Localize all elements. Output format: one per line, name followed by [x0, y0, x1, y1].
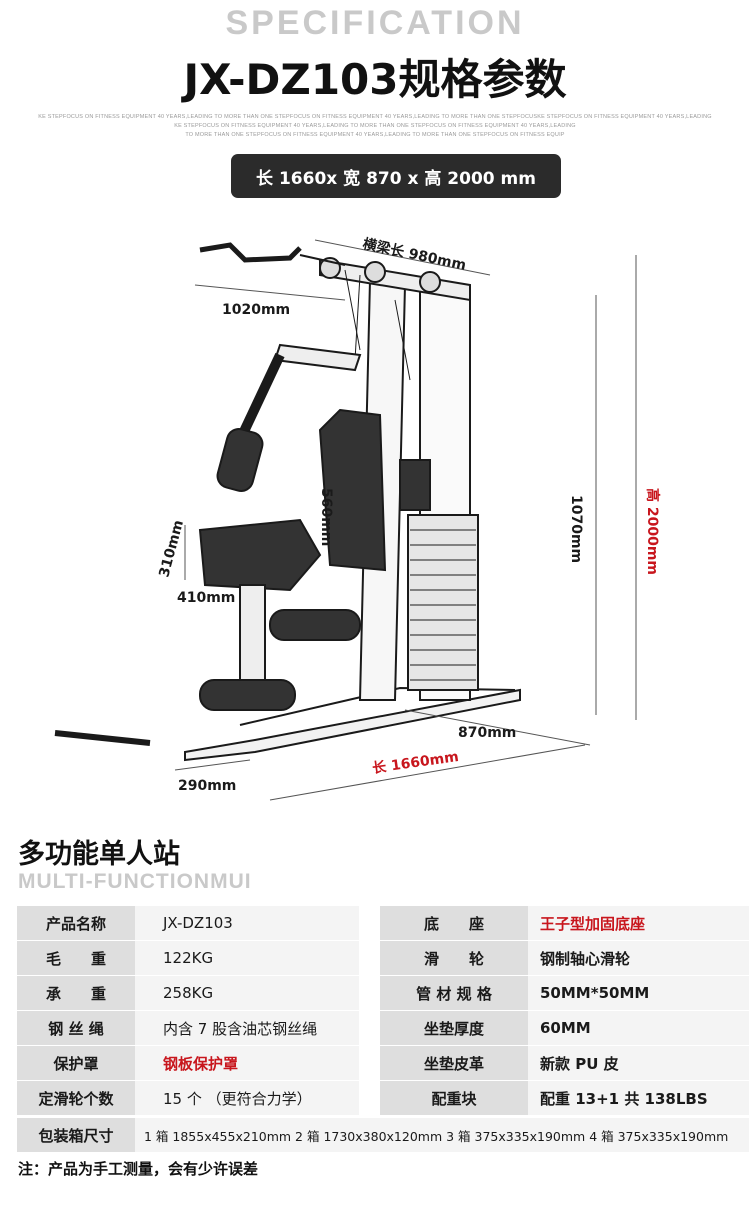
table-row: 承 重 258KG 管 材 规 格 50MM*50MM: [17, 976, 749, 1011]
packing-label: 包装箱尺寸: [17, 1118, 135, 1153]
machine-diagram: 横梁长 980mm 1020mm 560mm 310mm 410mm 1070m…: [54, 235, 661, 801]
section-title-en: MULTI-FUNCTIONMUI: [18, 870, 252, 893]
side-handle: [399, 459, 431, 511]
dim-foot: 290mm: [178, 778, 236, 794]
spec-value: JX-DZ103: [135, 906, 359, 941]
spec-label: 管 材 规 格: [380, 976, 528, 1011]
spec-value: 配重 13+1 共 138LBS: [528, 1081, 749, 1116]
table-row: 毛 重 122KG 滑 轮 钢制轴心滑轮: [17, 941, 749, 976]
leg-pad: [199, 679, 296, 711]
lat-bar: [199, 242, 302, 263]
arm-pad: [216, 428, 264, 492]
dim-seat-width: 410mm: [177, 590, 235, 606]
pulley: [419, 271, 441, 293]
spec-value: 王子型加固底座: [528, 906, 749, 941]
spec-label: 底 座: [380, 906, 528, 941]
spec-value: 122KG: [135, 941, 359, 976]
spec-label: 钢 丝 绳: [17, 1011, 135, 1046]
table-row: 产品名称 JX-DZ103 底 座 王子型加固底座: [17, 906, 749, 941]
packing-value: 1 箱 1855x455x210mm 2 箱 1730x380x120mm 3 …: [135, 1118, 749, 1153]
spec-table: 产品名称 JX-DZ103 底 座 王子型加固底座 毛 重 122KG 滑 轮 …: [17, 906, 749, 1153]
fine-print-line: TO MORE THAN ONE STEPFOCUS ON FITNESS EQ…: [185, 132, 565, 138]
section-title-cn: 多功能单人站: [18, 839, 180, 870]
table-row: 包装箱尺寸 1 箱 1855x455x210mm 2 箱 1730x380x12…: [17, 1118, 749, 1153]
fine-print-line: KE STEPFOCUS ON FITNESS EQUIPMENT 40 YEA…: [38, 114, 712, 120]
weight-stack: [407, 514, 479, 691]
base-frame: [184, 688, 521, 762]
press-arm: [273, 343, 362, 372]
dim-width: 870mm: [458, 725, 516, 741]
spec-value: 钢板保护罩: [135, 1046, 359, 1081]
leg-pad: [269, 609, 361, 641]
backrest: [318, 408, 387, 572]
pulley: [364, 261, 386, 283]
accessory-bar: [54, 730, 151, 746]
dim-seat-height: 310mm: [156, 518, 187, 579]
table-row: 保护罩 钢板保护罩 坐垫皮革 新款 PU 皮: [17, 1046, 749, 1081]
dim-total-height: 高 2000mm: [644, 488, 661, 575]
spec-value: 内含 7 股含油芯钢丝绳: [135, 1011, 359, 1046]
dimension-bar: 长 1660x 宽 870 x 高 2000 mm: [231, 154, 561, 198]
spec-value: 258KG: [135, 976, 359, 1011]
spec-label: 滑 轮: [380, 941, 528, 976]
spec-label: 定滑轮个数: [17, 1081, 135, 1116]
title-en: SPECIFICATION: [225, 4, 525, 42]
spec-value: 钢制轴心滑轮: [528, 941, 749, 976]
spec-label: 产品名称: [17, 906, 135, 941]
spec-value: 15 个 （更符合力学）: [135, 1081, 359, 1116]
spec-label: 毛 重: [17, 941, 135, 976]
seat: [198, 518, 322, 592]
spec-value: 新款 PU 皮: [528, 1046, 749, 1081]
spec-label: 保护罩: [17, 1046, 135, 1081]
table-row: 钢 丝 绳 内含 7 股含油芯钢丝绳 坐垫厚度 60MM: [17, 1011, 749, 1046]
spec-label: 坐垫皮革: [380, 1046, 528, 1081]
spec-value: 60MM: [528, 1011, 749, 1046]
dim-length: 长 1660mm: [371, 748, 460, 777]
spec-label: 承 重: [17, 976, 135, 1011]
title-cn: JX-DZ103规格参数: [183, 55, 567, 104]
dim-backrest: 560mm: [318, 488, 334, 546]
spec-label: 配重块: [380, 1081, 528, 1116]
spec-label: 坐垫厚度: [380, 1011, 528, 1046]
table-row: 定滑轮个数 15 个 （更符合力学） 配重块 配重 13+1 共 138LBS: [17, 1081, 749, 1116]
measurement-note: 注：产品为手工测量，会有少许误差: [18, 1160, 259, 1178]
spec-value: 50MM*50MM: [528, 976, 749, 1011]
dim-frame-height: 1070mm: [568, 495, 584, 563]
fine-print-line: KE STEPFOCUS ON FITNESS EQUIPMENT 40 YEA…: [174, 123, 576, 129]
dim-top-arm: 1020mm: [222, 302, 290, 318]
